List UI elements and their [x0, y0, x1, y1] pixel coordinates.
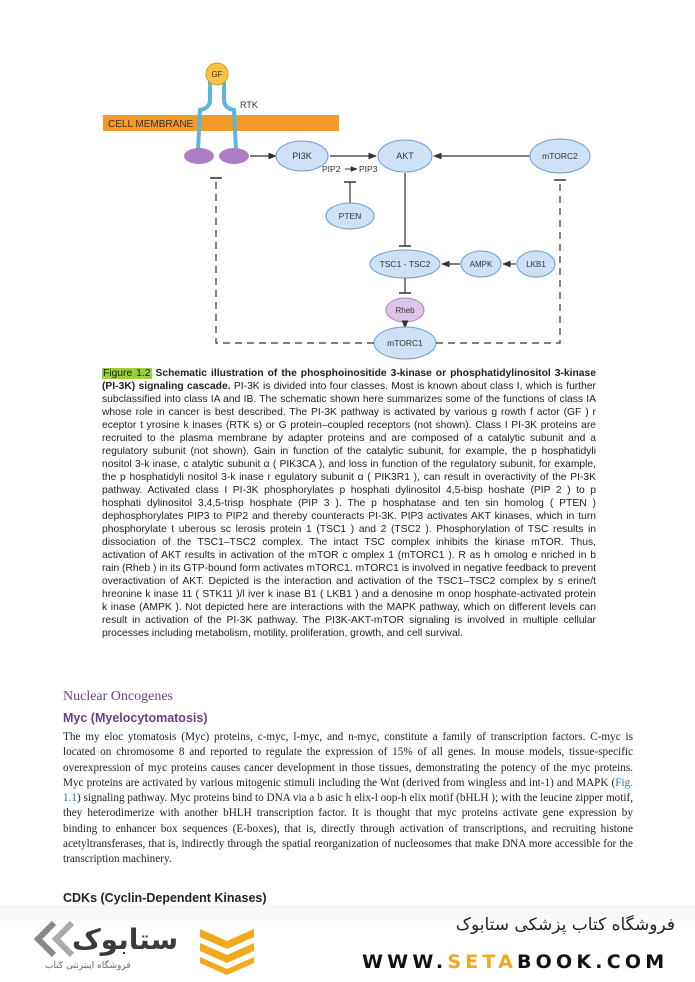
cell-membrane [103, 115, 339, 131]
mtorc2-node [529, 138, 591, 174]
tsc-label: TSC1 - TSC2 [380, 259, 431, 269]
logo-tagline: فروشگاه اینترنتی کتاب [45, 961, 131, 971]
gf-label: GF [211, 70, 222, 79]
logo-chevron-icon [33, 920, 75, 958]
book-stack-icon [200, 929, 254, 975]
rtk-left-blob [184, 148, 214, 164]
figure-label: Figure 1.2 [102, 368, 152, 379]
rtk-label: RTK [240, 100, 258, 110]
url-highlight: SETA [447, 951, 517, 973]
pip2-label: PIP2 [322, 164, 341, 174]
website-url[interactable]: WWW.SETABOOK.COM [362, 951, 668, 973]
body-text-a: The my eloc ytomatosis (Myc) proteins, c… [63, 731, 633, 789]
logo-wordmark: ستابوک [72, 923, 179, 956]
membrane-label: CELL MEMBRANE [108, 119, 194, 130]
pten-node [325, 202, 375, 230]
footer-banner: ستابوک فروشگاه اینترنتی کتاب فروشگاه کتا… [0, 905, 695, 982]
pi3k-label: PI3K [292, 151, 312, 161]
url-suffix: BOOK.COM [517, 951, 669, 973]
figure-link[interactable]: Fig. 1.1 [63, 776, 633, 805]
akt-node [377, 139, 433, 173]
section-heading: Nuclear Oncogenes [63, 689, 174, 704]
pi3k-node [275, 140, 329, 172]
akt-label: AKT [396, 151, 414, 161]
ampk-label: AMPK [470, 260, 493, 269]
lkb1-node [516, 250, 556, 278]
rtk-arm-right [222, 80, 238, 151]
mtorc1-label: mTORC1 [387, 338, 423, 348]
pten-label: PTEN [339, 211, 362, 221]
gf-node [205, 62, 229, 86]
feedback-mtorc1-rtk [215, 178, 374, 344]
pi3k-pathway-diagram: CELL MEMBRANE GF RTK PI3K PIP2 PIP3 PTEN… [103, 62, 591, 360]
figure-caption-text: PI-3K is divided into four classes. Most… [102, 381, 596, 639]
body-paragraph: The my eloc ytomatosis (Myc) proteins, c… [63, 730, 633, 868]
mtorc2-label: mTORC2 [542, 151, 578, 161]
subsection-heading: Myc (Myelocytomatosis) [63, 711, 208, 725]
feedback-mtorc1-mtorc2 [436, 180, 561, 344]
body-text-b: ) signaling pathway. Myc proteins bind t… [63, 792, 633, 866]
figure-caption: Figure 1.2 Schematic illustration of the… [102, 367, 596, 640]
pip3-label: PIP3 [359, 164, 378, 174]
figure-title: Schematic illustration of the phosphoino… [102, 368, 596, 392]
rheb-label: Rheb [395, 306, 415, 315]
rtk-arm-left [196, 80, 212, 151]
ampk-node [460, 250, 502, 278]
next-section-heading: CDKs (Cyclin-Dependent Kinases) [63, 891, 267, 905]
rtk-right-blob [219, 148, 249, 164]
store-name: فروشگاه کتاب پزشکی ستابوک [455, 915, 675, 935]
url-prefix: WWW. [362, 951, 448, 973]
lkb1-label: LKB1 [526, 260, 546, 269]
